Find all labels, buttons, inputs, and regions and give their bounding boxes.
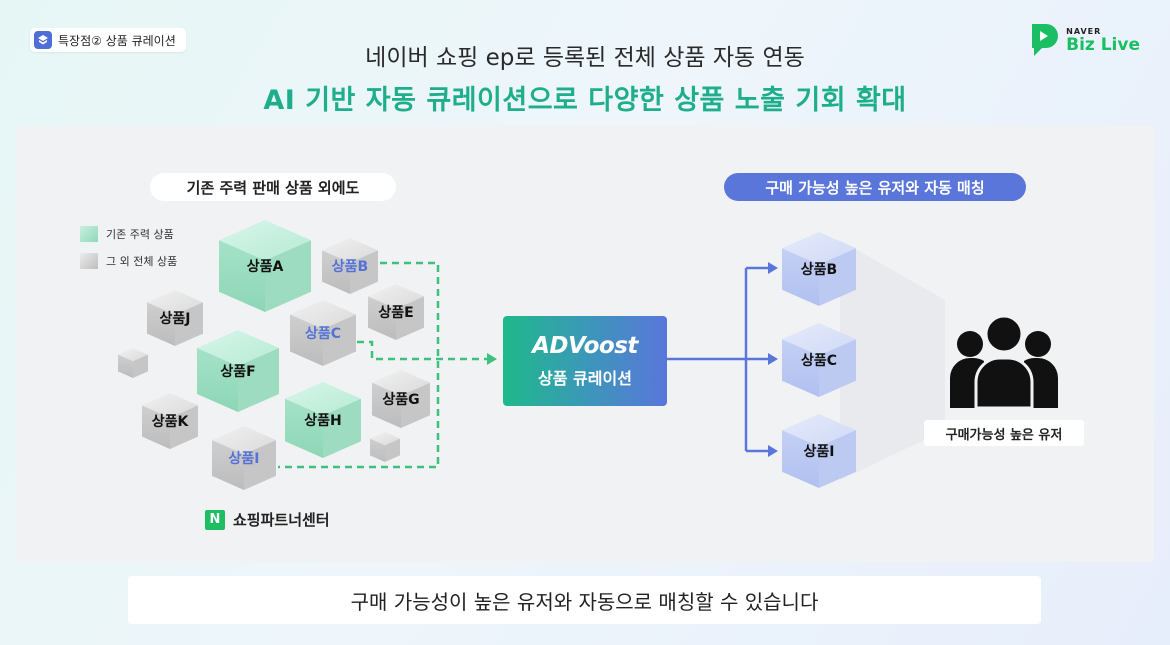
naver-bizlive-logo: NAVER Biz Live: [1028, 22, 1140, 58]
product-box-h: 상품H: [285, 382, 361, 458]
product-label-e: 상품E: [378, 305, 414, 321]
product-label-k: 상품K: [151, 414, 189, 430]
product-label-h: 상품H: [304, 413, 342, 429]
product-box-e: 상품E: [368, 284, 424, 340]
logo-naver-text: NAVER: [1066, 26, 1102, 36]
product-box-c: 상품C: [290, 300, 356, 366]
product-label-c: 상품C: [304, 326, 342, 342]
legend-green-box-icon: [80, 226, 98, 242]
badge-label: 특장점② 상품 큐레이션: [58, 33, 176, 48]
product-box-j: 상품J: [147, 290, 203, 346]
product-box-g: 상품G: [372, 370, 430, 428]
matched-product-i: 상품I: [782, 414, 856, 488]
product-box-f: 상품F: [197, 330, 279, 412]
shopping-partner-center-label: 쇼핑파트너센터: [233, 511, 330, 529]
legend-label-other: 그 외 전체 상품: [106, 255, 178, 268]
product-label-a: 상품A: [246, 259, 284, 275]
users-label: 구매가능성 높은 유저: [924, 420, 1084, 446]
product-box-i: 상품I: [212, 426, 276, 490]
matched-product-label-i: 상품I: [803, 444, 835, 460]
section-badge: 특장점② 상품 큐레이션: [30, 28, 186, 52]
legend-label-main: 기존 주력 상품: [106, 228, 174, 241]
badge-logo-icon: [34, 31, 52, 49]
left-section-pill: 기존 주력 판매 상품 외에도: [150, 173, 396, 201]
matched-product-c: 상품C: [782, 323, 856, 397]
legend-gray-box-icon: [80, 253, 98, 269]
logo-bizlive-text: Biz Live: [1066, 34, 1140, 55]
product-label-i: 상품I: [228, 451, 260, 467]
product-box-a: 상품A: [219, 220, 311, 312]
legend-item-main: 기존 주력 상품: [80, 226, 174, 242]
advoost-logo: ADVoost: [532, 333, 638, 359]
advoost-curation-box: ADVoost 상품 큐레이션: [503, 316, 667, 406]
product-label-f: 상품F: [220, 364, 256, 380]
product-label-b: 상품B: [331, 259, 369, 275]
right-section-pill: 구매 가능성 높은 유저와 자동 매칭: [724, 173, 1026, 201]
legend-item-other: 그 외 전체 상품: [80, 253, 177, 269]
product-box-k: 상품K: [142, 393, 198, 449]
matched-product-label-b: 상품B: [800, 262, 838, 278]
naver-n-icon: N: [205, 509, 225, 530]
product-box-b: 상품B: [322, 238, 378, 294]
matched-product-label-c: 상품C: [800, 353, 838, 369]
product-label-j: 상품J: [159, 311, 191, 327]
small-gray-box-2: [370, 432, 400, 462]
shopping-partner-center: N 쇼핑파트너센터: [205, 509, 330, 530]
small-gray-box: [118, 348, 148, 378]
page-title-line2: AI 기반 자동 큐레이션으로 다양한 상품 노출 기회 확대: [263, 85, 907, 116]
users-group-icon: [950, 314, 1058, 408]
matched-product-b: 상품B: [782, 232, 856, 306]
bizlive-logo-icon: [1032, 24, 1059, 56]
subtitle-caption: 구매 가능성이 높은 유저와 자동으로 매칭할 수 있습니다: [128, 576, 1041, 624]
product-label-g: 상품G: [382, 392, 420, 408]
advoost-subtitle: 상품 큐레이션: [538, 369, 632, 388]
page-title-line1: 네이버 쇼핑 ep로 등록된 전체 상품 자동 연동: [365, 45, 805, 71]
